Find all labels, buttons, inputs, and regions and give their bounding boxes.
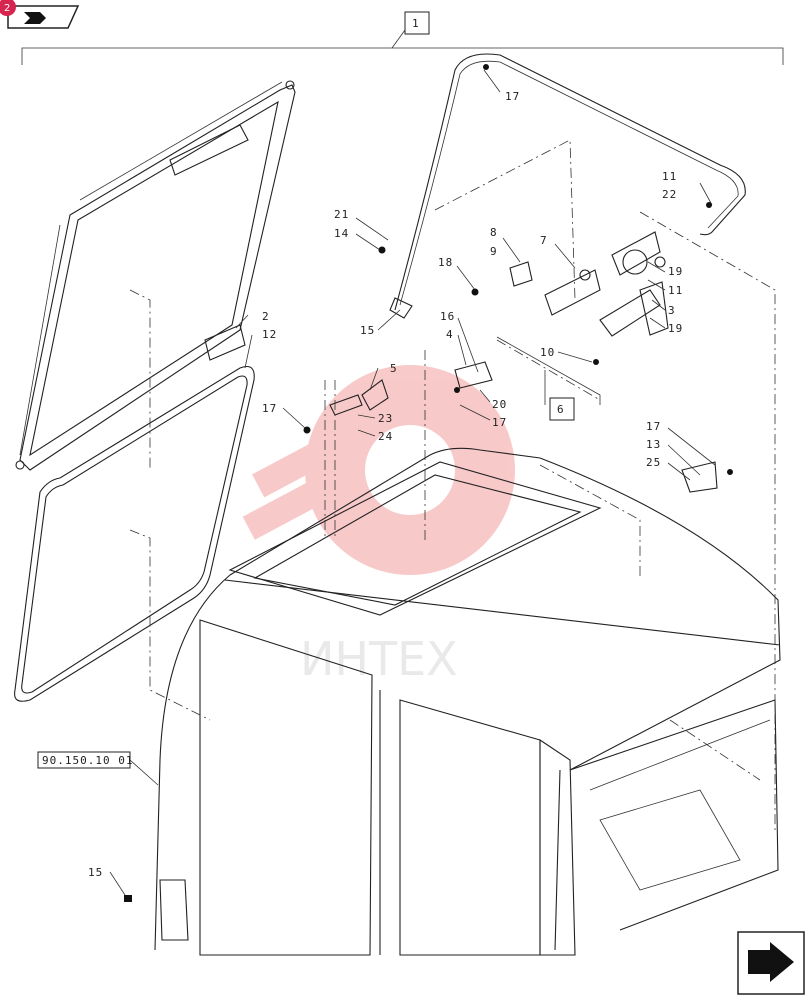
callout-5: 5 bbox=[390, 362, 398, 375]
callout-9: 9 bbox=[490, 245, 498, 258]
callout-15: 15 bbox=[360, 324, 375, 337]
assembly-bracket: 1 bbox=[21, 11, 784, 65]
callout-18: 18 bbox=[438, 256, 453, 269]
callout-17-mid: 17 bbox=[492, 416, 507, 429]
roof-window-panel bbox=[389, 53, 746, 319]
callout-10: 10 bbox=[540, 346, 555, 359]
page-badge-number: 2 bbox=[4, 3, 10, 14]
callout-19-hinge: 19 bbox=[668, 322, 683, 335]
next-page-arrow-icon[interactable] bbox=[7, 5, 80, 29]
hinge-assembly bbox=[496, 231, 669, 401]
subassembly-label: 6 bbox=[557, 403, 565, 416]
callout-8: 8 bbox=[490, 226, 498, 239]
callout-numbers: 17 11 22 21 14 8 9 7 18 19 11 3 19 2 12 … bbox=[88, 90, 683, 879]
page-badge: 2 bbox=[0, 0, 16, 16]
callout-21: 21 bbox=[334, 208, 349, 221]
callout-17-left: 17 bbox=[262, 402, 277, 415]
callout-19: 19 bbox=[668, 265, 683, 278]
location-lines bbox=[129, 139, 776, 830]
callout-11: 11 bbox=[662, 170, 677, 183]
assembly-label: 1 bbox=[412, 17, 420, 30]
reference-label: 90.150.10 01 bbox=[42, 754, 133, 767]
window-seal bbox=[14, 365, 255, 702]
callout-15-bottom: 15 bbox=[88, 866, 103, 879]
callout-4: 4 bbox=[446, 328, 454, 341]
next-page-arrow-icon[interactable] bbox=[737, 931, 805, 995]
callout-11-hinge: 11 bbox=[668, 284, 683, 297]
callout-20: 20 bbox=[492, 398, 507, 411]
callout-3: 3 bbox=[668, 304, 676, 317]
reference-callout[interactable]: 90.150.10 01 bbox=[37, 751, 159, 786]
cab-body bbox=[154, 447, 781, 956]
subassembly-bracket: 6 bbox=[496, 336, 601, 421]
callout-17-right: 17 bbox=[646, 420, 661, 433]
watermark-text: ИНТЕХ bbox=[300, 632, 458, 686]
callout-14: 14 bbox=[334, 227, 349, 240]
callout-24: 24 bbox=[378, 430, 393, 443]
callout-25: 25 bbox=[646, 456, 661, 469]
callout-16: 16 bbox=[440, 310, 455, 323]
window-frame bbox=[15, 80, 296, 471]
fastener-markers bbox=[124, 64, 733, 902]
watermark: ИНТЕХ bbox=[242, 365, 515, 686]
callout-12: 12 bbox=[262, 328, 277, 341]
callout-2: 2 bbox=[262, 310, 270, 323]
callout-22: 22 bbox=[662, 188, 677, 201]
callout-13: 13 bbox=[646, 438, 661, 451]
callout-23: 23 bbox=[378, 412, 393, 425]
leader-lines bbox=[109, 69, 716, 896]
callout-7: 7 bbox=[540, 234, 548, 247]
callout-17: 17 bbox=[505, 90, 520, 103]
